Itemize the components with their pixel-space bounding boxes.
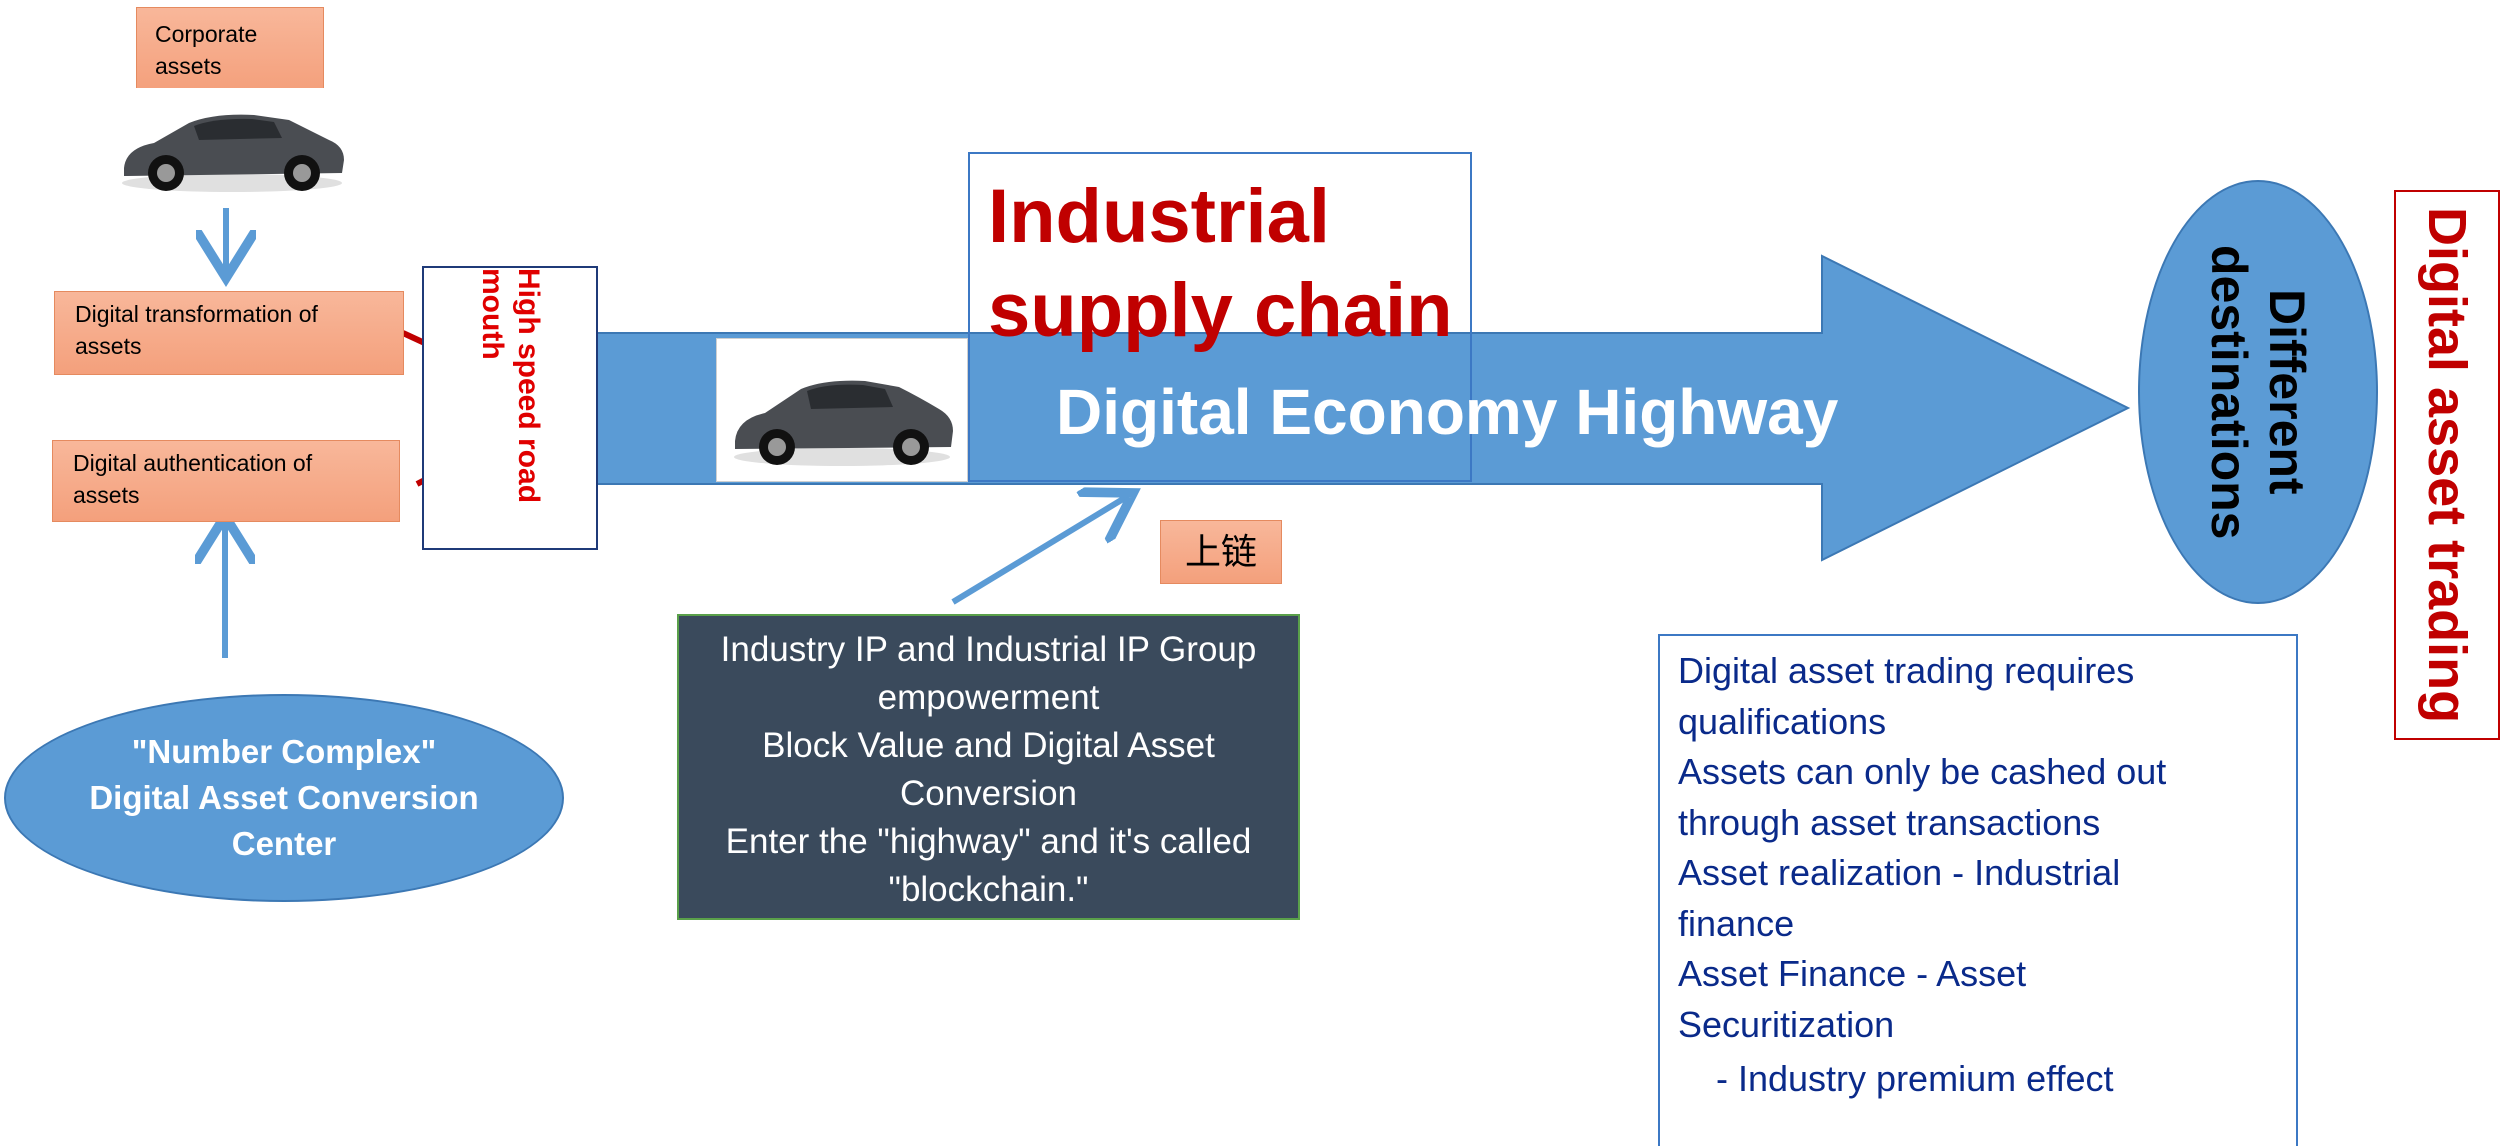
requirement-line: - Industry premium effect xyxy=(1716,1058,2114,1099)
industry-ip-line: empowerment xyxy=(877,678,1100,717)
different-destinations-ellipse: Different destinations xyxy=(2138,180,2378,604)
digital-transformation-label: Digital transformation of assets xyxy=(75,301,318,359)
diagonal-arrow-icon xyxy=(951,496,1128,605)
number-complex-line3: Center xyxy=(231,825,337,862)
car-image xyxy=(104,88,360,208)
digital-economy-highway-label: Digital Economy Highway xyxy=(1056,376,1839,448)
requirement-line: Assets can only be cashed out xyxy=(1678,751,2167,792)
high-speed-road-mouth-label: High speed road mouth xyxy=(476,268,545,504)
on-chain-tag: 上链 xyxy=(1160,520,1282,584)
number-complex-label: "Number Complex" Digital Asset Conversio… xyxy=(89,729,478,867)
number-complex-line2: Digital Asset Conversion xyxy=(89,779,479,816)
industry-ip-line: Enter the "highway" and it's called xyxy=(725,822,1252,861)
digital-asset-trading-label: Digital asset trading xyxy=(2417,206,2477,724)
highway-car-image xyxy=(716,338,968,482)
car-icon xyxy=(122,114,344,192)
highway-arrow xyxy=(594,254,2131,562)
requirement-line: qualifications xyxy=(1678,700,1887,742)
requirement-line: Asset Finance - Asset xyxy=(1678,953,2027,994)
requirement-line: Digital asset trading requires xyxy=(1678,650,2135,691)
digital-transformation-box: Digital transformation of assets xyxy=(54,291,404,375)
requirement-line: Securitization xyxy=(1678,1003,1895,1045)
number-complex-line1: "Number Complex" xyxy=(131,733,437,770)
car-icon xyxy=(734,380,953,466)
industry-ip-line: Block Value and Digital Asset xyxy=(762,726,1215,765)
industry-ip-box: Industry IP and Industrial IP Group empo… xyxy=(677,614,1300,920)
number-complex-ellipse: "Number Complex" Digital Asset Conversio… xyxy=(4,694,564,902)
requirement-line: through asset transactions xyxy=(1678,801,2101,843)
corporate-assets-box: Corporate assets xyxy=(136,7,324,91)
industry-ip-line: "blockchain." xyxy=(888,870,1089,909)
industrial-supply-chain-box xyxy=(968,152,1472,482)
industry-ip-line: Conversion xyxy=(899,774,1078,813)
digital-authentication-box: Digital authentication of assets xyxy=(52,440,400,522)
digital-asset-trading-box: Digital asset trading xyxy=(2394,190,2500,740)
digital-authentication-label: Digital authentication of assets xyxy=(73,450,313,508)
corporate-assets-label: Corporate assets xyxy=(155,21,258,79)
industrial-supply-chain-line1: Industrial xyxy=(988,174,1331,259)
requirement-line: Asset realization - Industrial xyxy=(1678,852,2121,893)
trading-requirements-box: Digital asset trading requires qualifica… xyxy=(1658,634,2298,1146)
different-destinations-label: Different destinations xyxy=(2201,244,2315,540)
requirement-line: finance xyxy=(1678,902,1795,944)
industry-ip-line: Industry IP and Industrial IP Group xyxy=(720,630,1257,669)
industrial-supply-chain-label: Industrial supply chain xyxy=(988,170,1508,358)
industrial-supply-chain-line2: supply chain xyxy=(988,268,1453,353)
high-speed-road-mouth-box: High speed road mouth xyxy=(422,266,598,550)
